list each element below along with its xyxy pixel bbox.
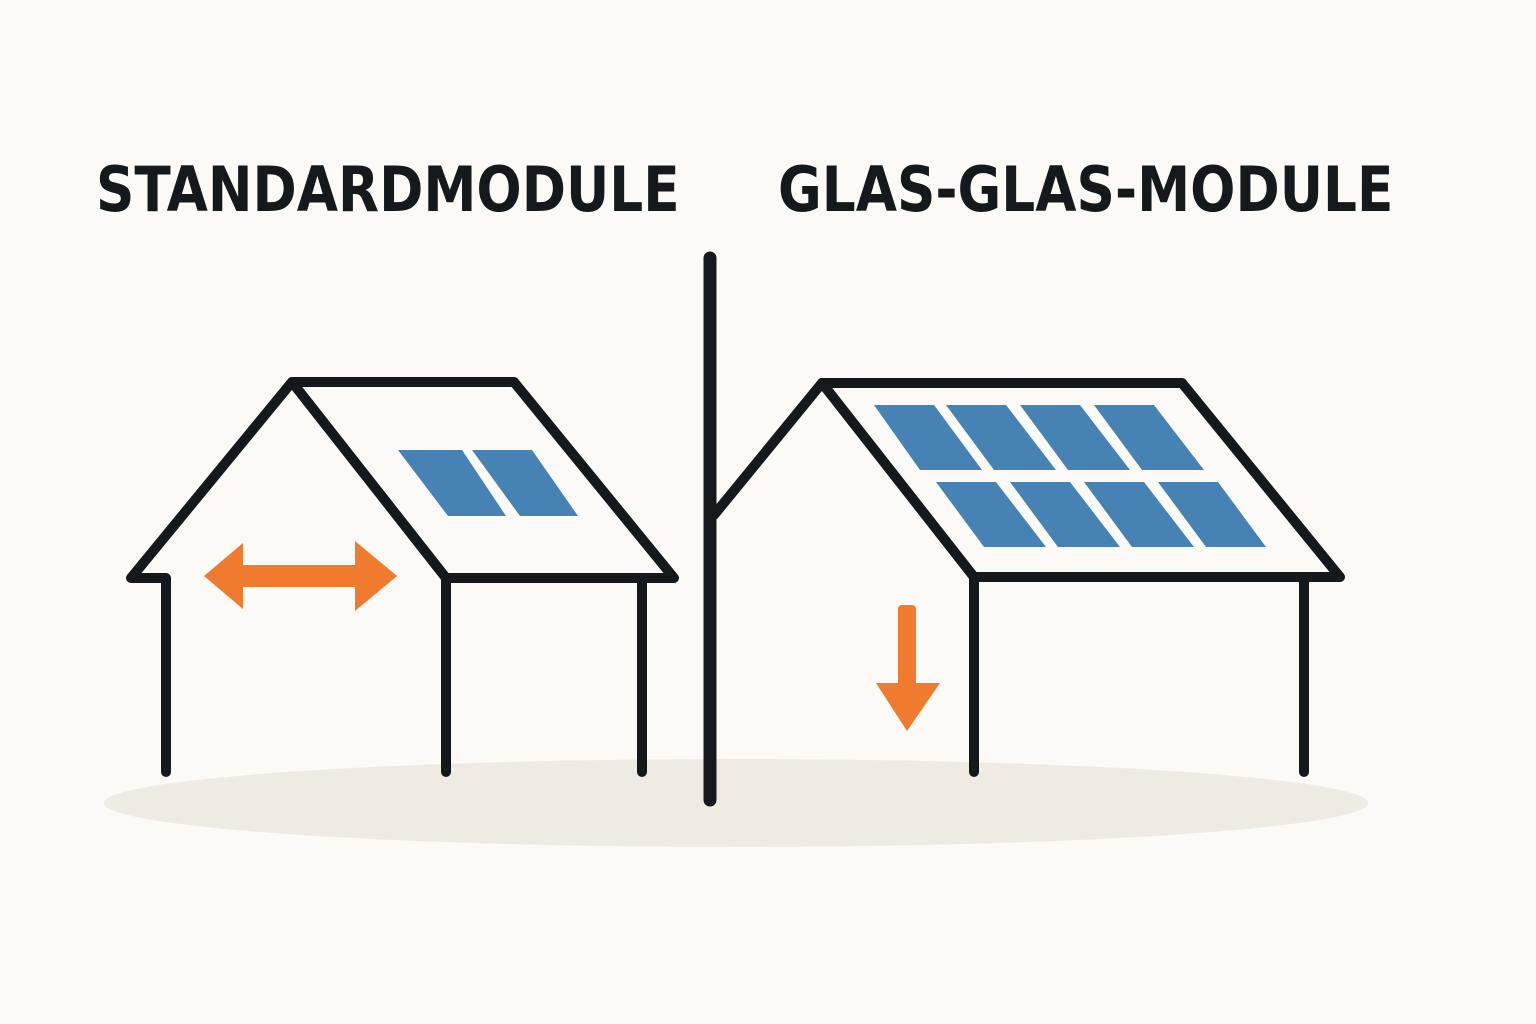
left-house-roof [287,377,679,583]
ground-shadow [104,759,1368,847]
solar-panel [1094,405,1204,470]
solar-panel [1158,482,1266,547]
solar-panel [946,405,1056,470]
right-house-roof [817,378,1345,582]
right-house [709,378,1345,777]
solar-panel [1020,405,1130,470]
left-house [126,377,679,777]
right-house-gable [709,378,979,777]
left-house-panels [398,450,578,516]
solar-panel [1084,482,1194,547]
right-house-panels [874,405,1266,547]
double-headed-horizontal-arrow-icon [204,541,397,611]
left-house-gable [126,377,451,777]
solar-panel [936,482,1046,547]
glass-glass-module-heading: GLAS-GLAS-MODULE [778,153,1394,226]
solar-panel [874,405,982,470]
standard-module-heading: STANDARDMODULE [96,153,680,226]
down-arrow-icon [876,605,940,731]
solar-panel [398,450,506,516]
solar-panel [472,450,578,516]
solar-panel [1010,482,1120,547]
